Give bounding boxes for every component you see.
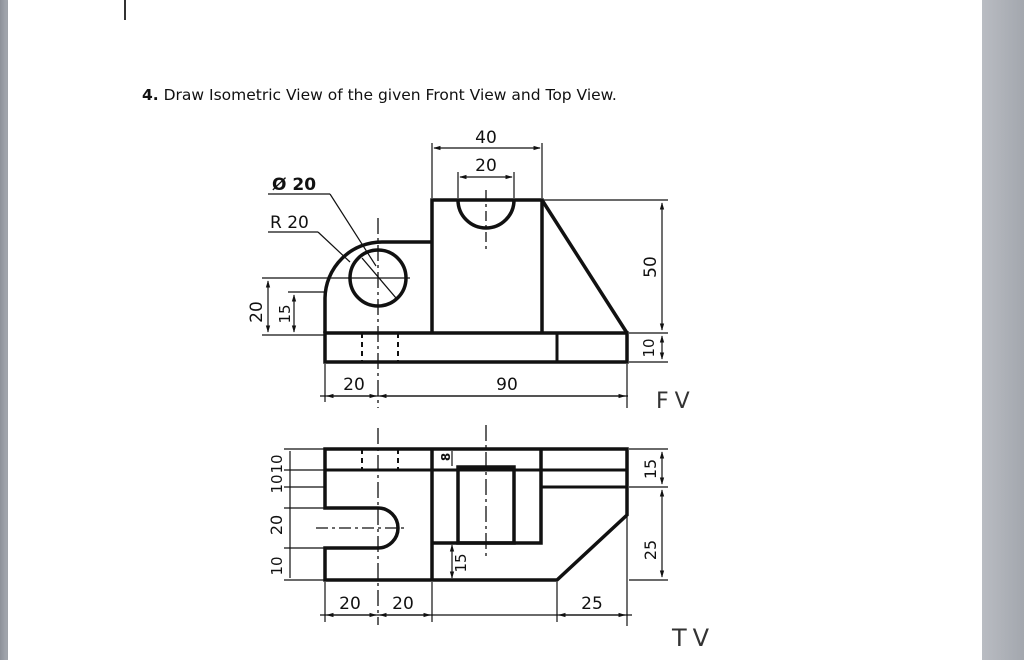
- tv-dim-20-bottom-a: 20: [339, 594, 361, 614]
- document-page[interactable]: [8, 0, 982, 660]
- fv-boss-outline: [323, 240, 432, 333]
- fv-rib: [540, 199, 629, 334]
- tv-dim-15-right: 15: [641, 459, 660, 479]
- fv-dim-15-left: 15: [276, 304, 294, 323]
- fv-block: [430, 198, 544, 333]
- left-gutter: [0, 0, 8, 660]
- tv-dim-10c: 10: [268, 556, 286, 575]
- tv-dim-10a: 10: [268, 454, 286, 473]
- fv-dim-40: 40: [475, 128, 497, 148]
- tv-outline: [323, 447, 629, 582]
- fv-dim-20-left: 20: [247, 301, 267, 323]
- tv-inner-slot: [456, 465, 516, 545]
- tv-dim-25-bottom: 25: [581, 594, 603, 614]
- front-view-dim-text: 40 20 Ø 20 R 20 20 15 50 10 20 90: [247, 128, 661, 395]
- fv-dim-radius: R 20: [270, 213, 309, 233]
- question-text: 4. Draw Isometric View of the given Fron…: [142, 86, 617, 104]
- tv-dim-20: 20: [267, 515, 286, 535]
- tv-dim-25-right: 25: [641, 540, 660, 560]
- fv-label: FV: [656, 389, 696, 414]
- top-view-dimensions: [284, 448, 668, 626]
- top-view-dim-text: 10 10 20 10 8 15 15 25 20 20 25: [267, 453, 660, 614]
- question-body: Draw Isometric View of the given Front V…: [163, 86, 617, 104]
- tv-dim-10b: 10: [268, 474, 286, 493]
- tv-dim-15-inner: 15: [452, 553, 470, 572]
- fv-dim-90: 90: [496, 375, 518, 395]
- engineering-drawing: 40 20 Ø 20 R 20 20 15 50 10 20 90 FV: [247, 128, 715, 652]
- right-scroll-area: [982, 0, 1024, 660]
- fv-dim-20-bottom: 20: [343, 375, 365, 395]
- fv-dim-10: 10: [640, 338, 658, 357]
- tv-dim-20-bottom-b: 20: [392, 594, 414, 614]
- tv-dim-8: 8: [439, 453, 453, 461]
- fv-dim-diameter: Ø 20: [272, 175, 316, 195]
- fv-dim-50: 50: [641, 256, 661, 278]
- text-cursor: [124, 0, 126, 20]
- front-view: [323, 190, 629, 408]
- question-number: 4.: [142, 86, 159, 104]
- fv-dim-20-top: 20: [475, 156, 497, 176]
- front-view-dimensions: [262, 143, 668, 408]
- fv-hole-hatch: [361, 257, 397, 299]
- tv-label: TV: [671, 624, 715, 652]
- top-view: [316, 425, 629, 625]
- fv-base-plate: [323, 331, 629, 364]
